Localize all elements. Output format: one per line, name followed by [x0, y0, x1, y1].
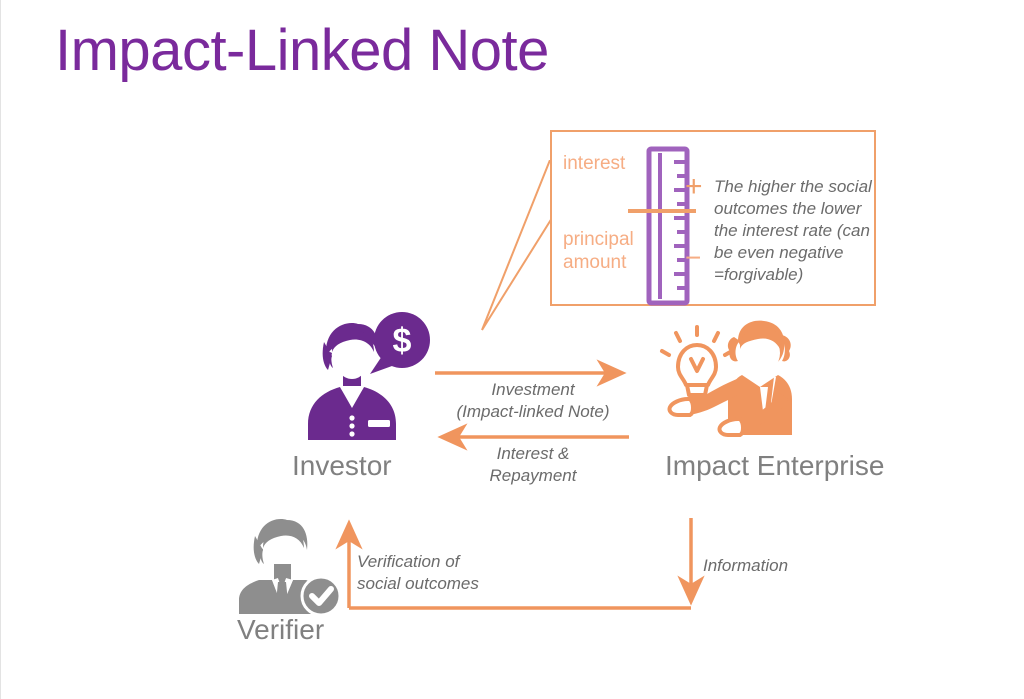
page-title: Impact-Linked Note — [55, 18, 549, 83]
flow-label-interest-repayment: Interest & Repayment — [489, 444, 577, 486]
plus-sign-label: + — [685, 170, 703, 203]
callout-interest-label: interest — [563, 153, 626, 174]
actor-label-verifier: Verifier — [237, 614, 325, 645]
actor-label-investor: Investor — [292, 450, 392, 481]
actor-label-impact-enterprise: Impact Enterprise — [665, 450, 885, 481]
svg-text:$: $ — [393, 322, 412, 360]
ruler-icon — [646, 146, 694, 306]
callout-description-text: The higher the social outcomes the lower… — [714, 177, 872, 285]
flow-label-investment: Investment (Impact-linked Note) — [456, 380, 610, 422]
interest-rate-divider-line — [628, 209, 696, 213]
callout-principal-amount-label: principal amount — [563, 229, 634, 274]
investor-person-with-money-speech-bubble-icon: $ — [296, 312, 431, 440]
flow-label-verification: Verification of social outcomes — [357, 552, 479, 594]
entrepreneur-with-lightbulb-icon — [656, 315, 801, 440]
callout-box — [550, 130, 876, 306]
verifier-person-with-check-badge-icon — [233, 512, 345, 617]
flow-label-information: Information — [703, 556, 789, 575]
minus-sign-label: − — [685, 242, 702, 273]
